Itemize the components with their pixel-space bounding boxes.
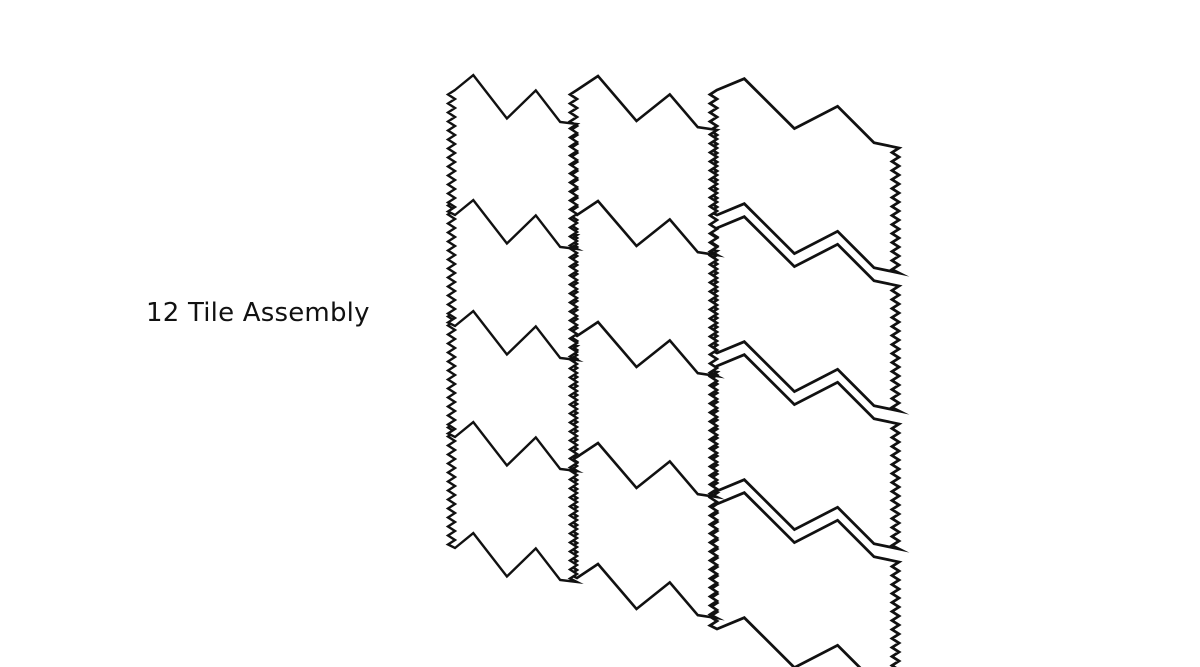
assembly-caption: 12 Tile Assembly — [146, 298, 370, 328]
tile-c1-r3 — [445, 295, 584, 474]
tile-c1-r1 — [445, 73, 584, 252]
tile-c1-r2 — [445, 184, 584, 363]
tile-c1-r4 — [445, 406, 584, 585]
